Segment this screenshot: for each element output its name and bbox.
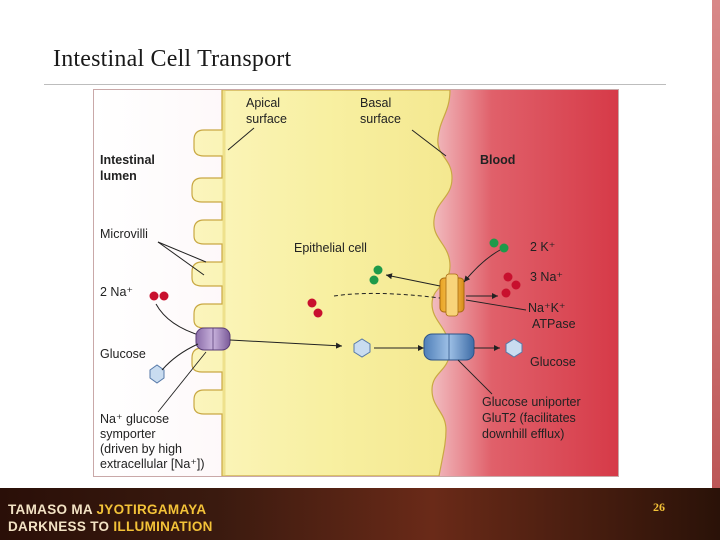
symporter-label-4: extracellular [Na⁺]) bbox=[100, 457, 205, 471]
footer-banner: TAMASO MA JYOTIRGAMAYA DARKNESS TO ILLUM… bbox=[0, 488, 720, 540]
na-ion-cell bbox=[313, 308, 323, 318]
microvilli-pointer-1 bbox=[157, 241, 207, 263]
na-k-atpase-pump bbox=[439, 273, 465, 317]
k-ion-cell bbox=[373, 265, 383, 275]
symporter-label-1: Na⁺ glucose bbox=[100, 412, 169, 426]
uniporter-label-2: GluT2 (facilitates bbox=[482, 411, 576, 425]
footer-text-illumination: ILLUMINATION bbox=[113, 519, 213, 534]
title-divider bbox=[44, 84, 666, 85]
apical-surface-label-2: surface bbox=[246, 112, 287, 126]
na-ion bbox=[501, 288, 511, 298]
slide-title: Intestinal Cell Transport bbox=[53, 46, 292, 72]
diagram-canvas: Apical surface Basal surface Intestinal … bbox=[94, 90, 618, 476]
glucose-molecule-cell bbox=[353, 338, 371, 358]
basal-surface-label-2: surface bbox=[360, 112, 401, 126]
footer-motto-line-1: TAMASO MA JYOTIRGAMAYA bbox=[8, 502, 206, 517]
na-ion bbox=[503, 272, 513, 282]
uniporter-pointer bbox=[457, 359, 493, 395]
intestinal-lumen-label-1: Intestinal bbox=[100, 153, 155, 167]
transport-diagram: Apical surface Basal surface Intestinal … bbox=[93, 89, 619, 477]
footer-text-darkness: DARKNESS TO bbox=[8, 519, 114, 534]
symporter-label-3: (driven by high bbox=[100, 442, 182, 456]
na-k-atpase-label-1: Na⁺K⁺ bbox=[528, 301, 566, 315]
uniporter-label-3: downhill efflux) bbox=[482, 427, 564, 441]
symporter-pointer bbox=[157, 351, 207, 413]
k-ion-cell bbox=[369, 275, 379, 285]
atpase-pointer bbox=[465, 299, 527, 311]
na-ion bbox=[511, 280, 521, 290]
na-ion-lumen bbox=[159, 291, 169, 301]
footer-text-jyotirgamaya: JYOTIRGAMAYA bbox=[96, 502, 207, 517]
footer-motto-line-2: DARKNESS TO ILLUMINATION bbox=[8, 519, 213, 534]
two-k-label: 2 K⁺ bbox=[530, 240, 555, 254]
glucose-molecule-blood bbox=[505, 338, 523, 358]
glucose-right-label: Glucose bbox=[530, 355, 576, 369]
glut2-uniporter bbox=[423, 333, 475, 361]
blood-label: Blood bbox=[480, 153, 515, 167]
na-ion-cell bbox=[307, 298, 317, 308]
epithelial-cell-label: Epithelial cell bbox=[294, 241, 367, 255]
two-na-label: 2 Na⁺ bbox=[100, 285, 133, 299]
glucose-into-cell-arrow bbox=[229, 339, 343, 349]
k-in-arrow bbox=[463, 249, 501, 283]
k-ion bbox=[499, 243, 509, 253]
three-na-label: 3 Na⁺ bbox=[530, 270, 563, 284]
symporter-label-2: symporter bbox=[100, 427, 156, 441]
microvilli-label: Microvilli bbox=[100, 227, 148, 241]
na-k-atpase-label-2: ATPase bbox=[532, 317, 576, 331]
intestinal-lumen-label-2: lumen bbox=[100, 169, 137, 183]
page-number: 26 bbox=[653, 500, 665, 514]
na-ion-lumen bbox=[149, 291, 159, 301]
microvilli-pointer-2 bbox=[157, 241, 205, 276]
glucose-to-symporter bbox=[161, 343, 199, 371]
footer-text-tamaso: TAMASO MA bbox=[8, 502, 97, 517]
na-to-pump-dashed bbox=[333, 292, 441, 299]
uniporter-label-1: Glucose uniporter bbox=[482, 395, 581, 409]
glucose-left-label: Glucose bbox=[100, 347, 146, 361]
k-ion bbox=[489, 238, 499, 248]
basal-surface-label-1: Basal bbox=[360, 96, 391, 110]
glucose-molecule-lumen bbox=[149, 364, 165, 384]
right-accent-bar bbox=[712, 0, 720, 540]
apical-pointer bbox=[227, 127, 255, 151]
k-to-cell-arrow bbox=[385, 273, 441, 287]
basal-pointer bbox=[411, 129, 447, 157]
na-glucose-symporter bbox=[195, 327, 231, 351]
apical-surface-label-1: Apical bbox=[246, 96, 280, 110]
